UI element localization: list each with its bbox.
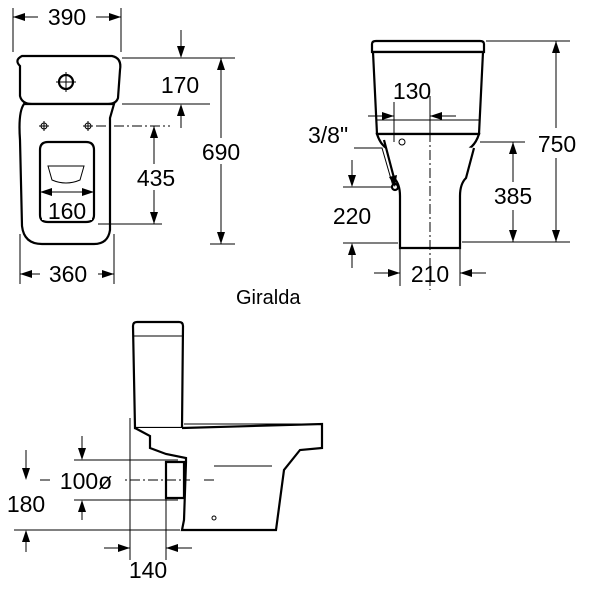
front-view-lid [370,39,486,54]
side-view-bowl [134,422,324,532]
top-view-tank [16,54,122,106]
dim-180: 180 [7,491,45,517]
side-view-tank [131,320,185,430]
dim-160: 160 [48,198,86,224]
dim-390: 390 [48,4,86,30]
dim-220: 220 [333,203,371,229]
dim-750: 750 [538,131,576,157]
fixing-screw-icon [211,515,217,521]
top-view: 390 170 690 435 160 [12,4,248,287]
dim-170: 170 [161,72,199,98]
side-view: 100ø 180 140 [7,320,324,583]
top-view-seat [38,140,96,224]
product-name: Giralda [236,287,301,309]
front-view-pedestal [382,139,476,250]
dim-100-diameter: 100ø [60,468,112,494]
dim-385: 385 [494,183,532,209]
front-view: 750 385 130 3/8" 220 210 [308,39,585,290]
fixing-hole-icon [39,121,93,131]
dim-360: 360 [49,261,87,287]
dim-210: 210 [411,261,449,287]
dim-130: 130 [393,78,431,104]
top-view-water-area [47,165,85,184]
dim-140: 140 [129,557,167,583]
dim-inlet-thread: 3/8" [308,122,348,148]
dim-435: 435 [137,165,175,191]
dim-690: 690 [202,139,240,165]
